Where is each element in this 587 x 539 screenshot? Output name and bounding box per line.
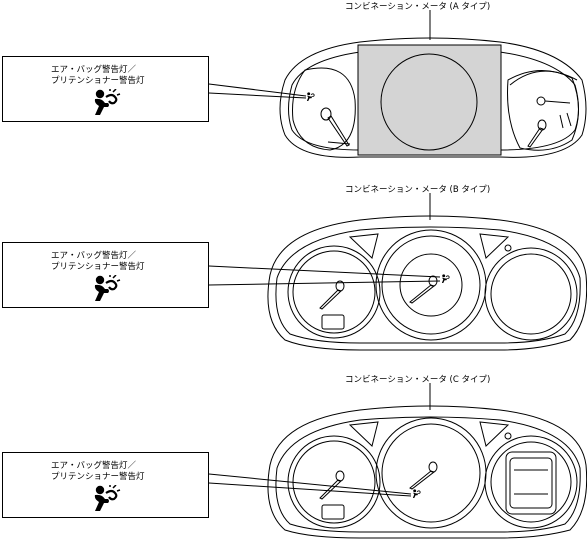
- meter-c-left-needle: [319, 479, 342, 500]
- callout-label-airbag: エア・バッグ警告灯／: [51, 65, 137, 75]
- meter-c-right-display: [505, 451, 557, 515]
- meter-c-left-triangle: [348, 421, 379, 447]
- meter-b-left-needle: [319, 289, 342, 310]
- meter-c-center-gauge-outer: [375, 417, 487, 529]
- meter-a-right-needle-top: [544, 100, 571, 104]
- meter-a-right-needle-bottom: [527, 127, 544, 148]
- meter-c-airbag-warning-icon: [412, 489, 421, 498]
- meter-c-center-needle: [409, 470, 436, 490]
- meter-a-left-needle-hub: [320, 107, 332, 121]
- meter-b-title: コンビネーション・メータ (B タイプ): [345, 185, 491, 195]
- meter-a-housing: [279, 37, 587, 158]
- meter-c: [208, 383, 587, 539]
- callout-label-airbag: エア・バッグ警告灯／: [51, 461, 137, 471]
- meter-a-display: [357, 44, 502, 156]
- meter-b-left-fuel-box: [321, 314, 345, 330]
- meter-b-left-triangle: [348, 233, 379, 259]
- meter-b-airbag-warning-icon: [441, 274, 450, 283]
- callout-label-airbag: エア・バッグ警告灯／: [51, 251, 137, 261]
- meter-a-title: コンビネーション・メータ (A タイプ): [345, 2, 491, 12]
- meter-a-left-needle: [327, 115, 350, 147]
- airbag-warning-icon: [91, 275, 121, 303]
- callout-label-pretensioner: プリテンショナー警告灯: [51, 472, 145, 482]
- meter-c-right-triangle: [479, 421, 510, 447]
- meter-b: [208, 193, 587, 351]
- meter-a: [208, 10, 587, 158]
- meter-a-callout-leader-1: [208, 83, 307, 97]
- meter-b-callout-leader-2: [208, 280, 441, 286]
- meter-c-right-gauge: [484, 435, 578, 529]
- meter-a-left-gauge: [292, 67, 356, 151]
- meter-c-inner-rim: [275, 416, 581, 533]
- meter-a-callout: エア・バッグ警告灯／ プリテンショナー警告灯: [2, 56, 209, 122]
- meter-a-right-gauge: [507, 69, 579, 151]
- callout-label-pretensioner: プリテンショナー警告灯: [51, 76, 145, 86]
- meter-b-right-gauge: [484, 247, 578, 341]
- meter-b-center-dial: [399, 253, 463, 317]
- meter-b-inner-rim: [275, 226, 581, 344]
- meter-c-callout-leader-2: [208, 482, 412, 497]
- meter-b-center-needle: [409, 284, 436, 304]
- meter-c-left-fuel-box: [321, 504, 345, 520]
- meter-c-left-gauge: [287, 435, 381, 529]
- meter-b-callout: エア・バッグ警告灯／ プリテンショナー警告灯: [2, 242, 209, 308]
- meter-a-right-gauge-arc: [509, 70, 578, 86]
- airbag-warning-icon: [91, 485, 121, 513]
- meter-c-callout: エア・バッグ警告灯／ プリテンショナー警告灯: [2, 452, 209, 518]
- meter-c-callout-leader-1: [208, 473, 412, 495]
- callout-label-pretensioner: プリテンショナー警告灯: [51, 262, 145, 272]
- meter-b-right-triangle: [479, 233, 510, 259]
- meter-a-center-dial: [380, 53, 478, 151]
- meter-b-left-gauge: [287, 245, 381, 339]
- meter-a-callout-leader-2: [208, 92, 307, 99]
- airbag-warning-icon: [91, 89, 121, 117]
- meter-b-callout-leader-1: [208, 265, 441, 278]
- meter-c-title: コンビネーション・メータ (C タイプ): [345, 375, 491, 385]
- meter-a-airbag-warning-icon: [306, 92, 315, 101]
